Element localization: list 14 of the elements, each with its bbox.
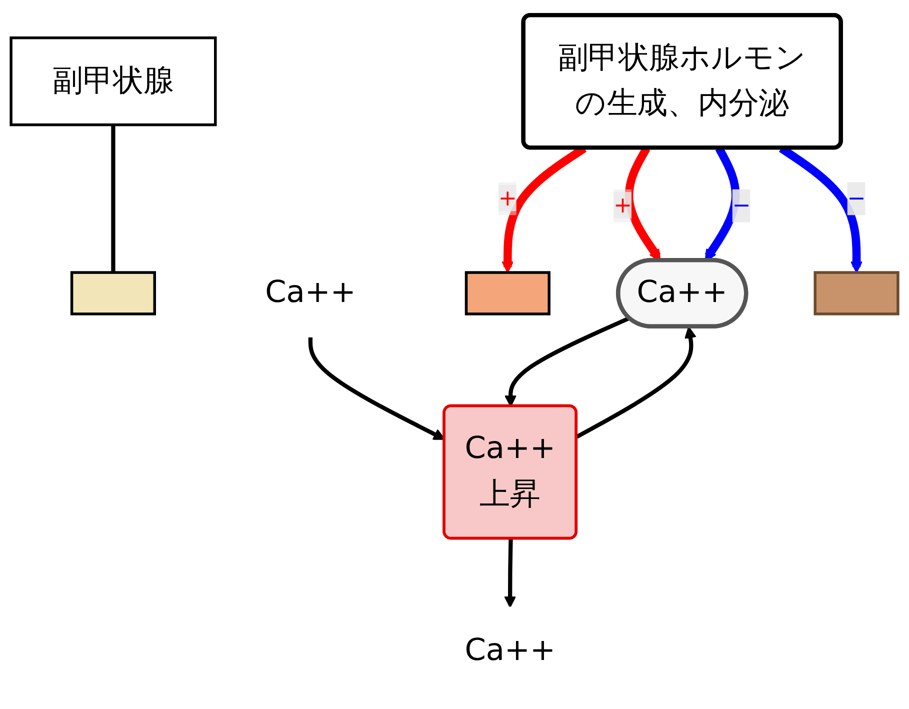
node-box (814, 270, 900, 316)
node-text: Ca++ (464, 633, 556, 668)
edge-label: + (614, 192, 632, 218)
node-text: Ca++ (265, 276, 356, 310)
arrow (504, 316, 630, 407)
arrow (504, 538, 516, 608)
arrow (576, 326, 696, 438)
connector (111, 124, 116, 272)
node-box: 副甲状腺 (10, 36, 217, 126)
edge-label: − (732, 192, 751, 218)
node-box (70, 270, 156, 316)
edge-label: − (847, 184, 866, 211)
edge-label: + (498, 184, 517, 211)
node-box (464, 270, 550, 316)
